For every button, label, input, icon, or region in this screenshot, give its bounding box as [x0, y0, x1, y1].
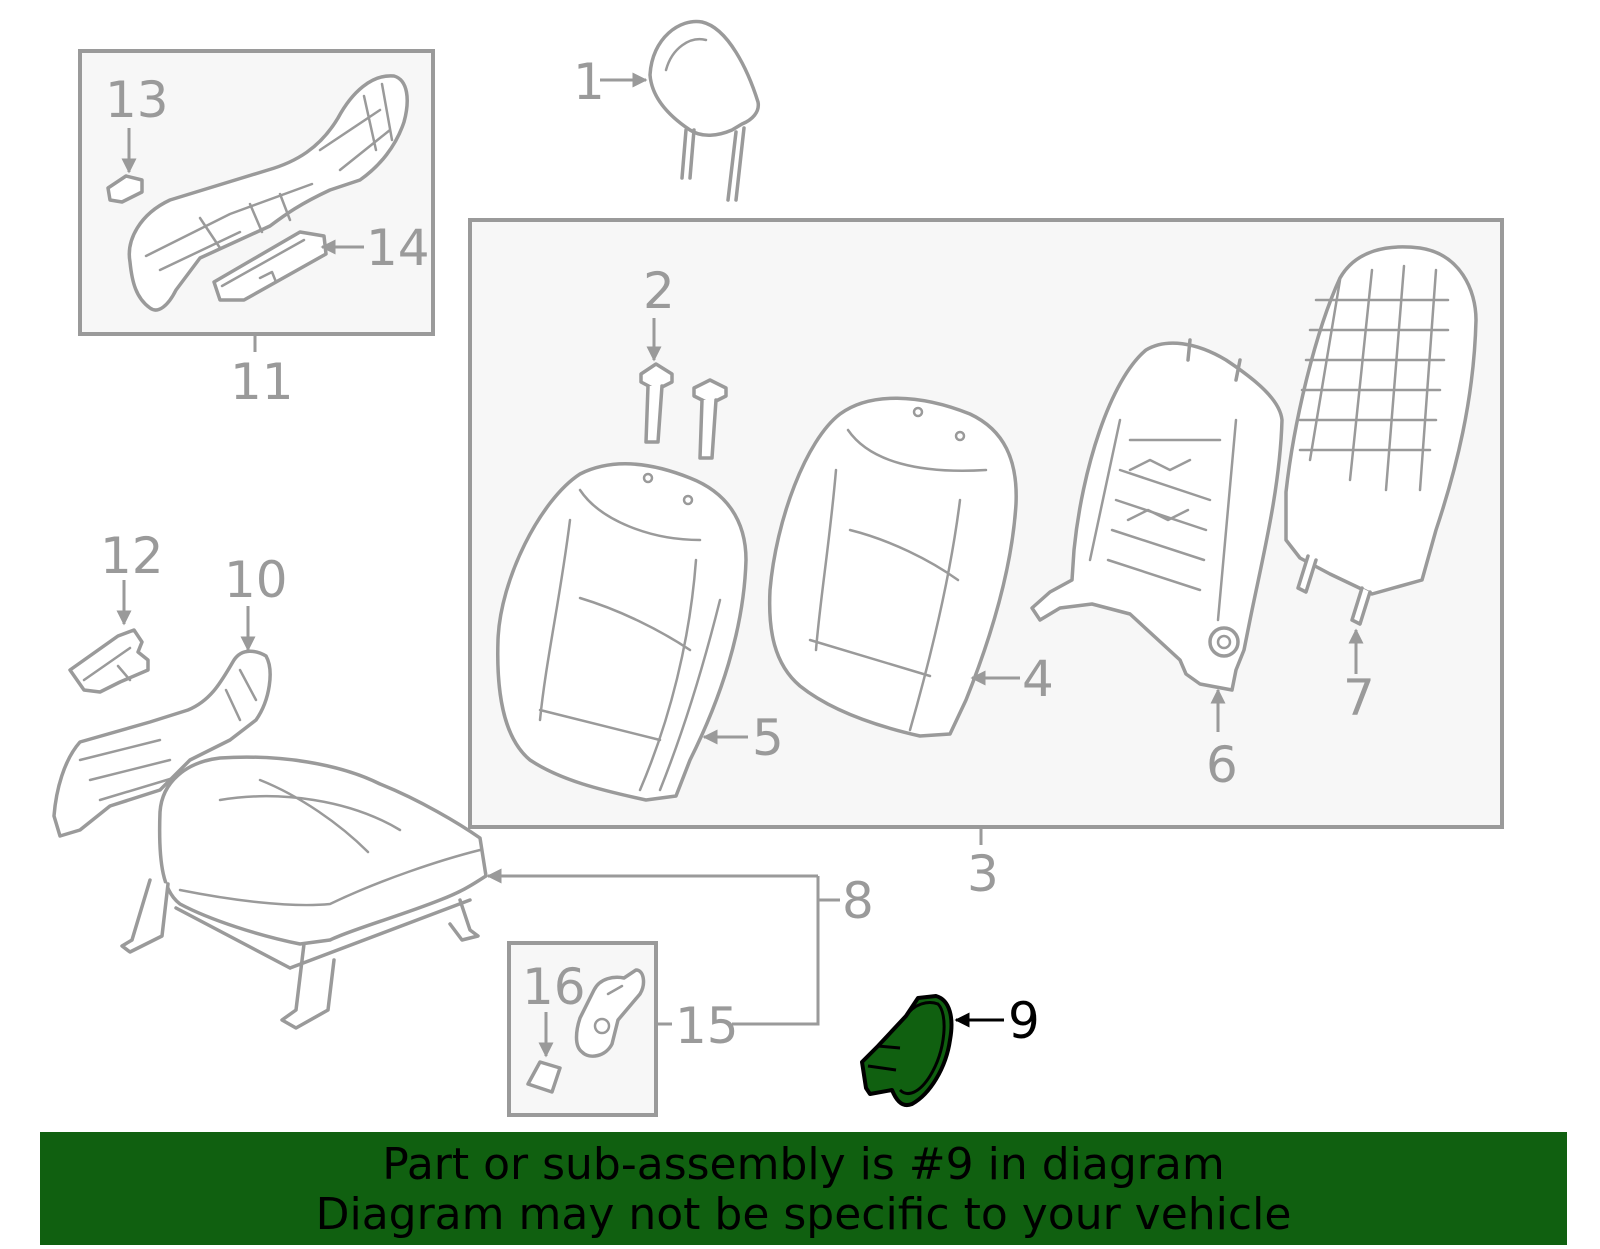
side-shield-part-10[interactable] [52, 649, 272, 838]
clip-part-13[interactable] [106, 174, 144, 204]
callout-5: 5 [752, 709, 784, 767]
callout-14: 14 [366, 219, 430, 277]
seat-cushion-assembly-part-8[interactable] [120, 755, 488, 1030]
callout-15: 15 [675, 997, 739, 1055]
headrest-guide-part-2[interactable] [639, 362, 728, 460]
callout-7: 7 [1343, 669, 1375, 727]
callout-9: 9 [1008, 992, 1040, 1050]
headrest-part-1[interactable] [648, 19, 761, 202]
callout-6: 6 [1206, 736, 1238, 794]
seat-back-cover-part-5[interactable] [496, 462, 748, 802]
callout-11: 11 [230, 353, 294, 411]
callout-8: 8 [842, 872, 874, 930]
highlighted-part-9[interactable] [860, 994, 954, 1107]
callout-16: 16 [522, 958, 586, 1016]
callout-12: 12 [100, 527, 164, 585]
bracket-part-15[interactable] [574, 968, 646, 1058]
seat-back-pad-part-4[interactable] [767, 396, 1018, 738]
clip-part-16[interactable] [526, 1060, 562, 1094]
callout-4: 4 [1022, 650, 1054, 708]
seat-back-board-part-7[interactable] [1284, 245, 1478, 626]
banner-line-1: Part or sub-assembly is #9 in diagram [382, 1139, 1225, 1190]
seat-back-frame-part-6[interactable] [1030, 338, 1284, 692]
seat-switch-part-14[interactable] [212, 230, 328, 302]
callout-3: 3 [967, 845, 999, 903]
callout-1: 1 [573, 53, 605, 111]
callout-2: 2 [643, 262, 675, 320]
info-banner: Part or sub-assembly is #9 in diagram Di… [40, 1132, 1567, 1245]
seat-side-cover-part-11[interactable] [127, 74, 409, 312]
banner-line-2: Diagram may not be specific to your vehi… [315, 1189, 1292, 1240]
callout-13: 13 [105, 71, 169, 129]
callout-10: 10 [224, 551, 288, 609]
recliner-cover-part-12[interactable] [68, 628, 150, 694]
